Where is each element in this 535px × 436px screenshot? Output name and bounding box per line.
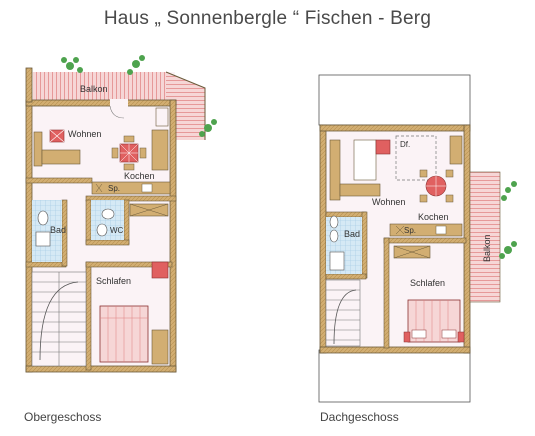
roof-top <box>318 74 471 126</box>
room-label-df: Df. <box>400 140 410 149</box>
caption-obergeschoss: Obergeschoss <box>24 410 102 424</box>
room-label-wc: WC <box>110 226 124 235</box>
bad-tiles <box>32 200 62 262</box>
kitchen-counter <box>389 223 463 237</box>
stairs <box>325 279 361 347</box>
dachfenster <box>395 135 437 181</box>
room-label-bad: Bad <box>50 225 66 235</box>
room-label-kochen: Kochen <box>418 212 449 222</box>
room-label-balkon: Balkon <box>80 84 108 94</box>
plan-dachgeschoss <box>318 74 517 403</box>
sofa <box>33 131 43 167</box>
room-label-sp: Sp. <box>108 184 120 193</box>
caption-dachgeschoss: Dachgeschoss <box>320 410 399 424</box>
plant-icon <box>61 55 217 137</box>
plant-icon <box>499 181 517 259</box>
room-label-schlafen: Schlafen <box>96 276 131 286</box>
room-label-schlafen: Schlafen <box>410 278 445 288</box>
wc-tiles <box>91 200 124 240</box>
plan-obergeschoss <box>25 55 217 373</box>
balcony <box>33 72 166 102</box>
balcony <box>469 171 501 303</box>
dining-table <box>419 169 454 203</box>
page-title: Haus „ Sonnenbergle “ Fischen - Berg <box>103 8 432 29</box>
roof-bottom <box>318 349 471 403</box>
dining-table <box>111 135 147 171</box>
kitchen-counter <box>91 181 171 195</box>
room-label-bad: Bad <box>344 229 360 239</box>
room-label-wohnen: Wohnen <box>372 197 405 207</box>
stairs <box>31 271 87 367</box>
room-label-kochen: Kochen <box>124 171 155 181</box>
room-label-balkon: Balkon <box>482 234 492 262</box>
room-label-sp: Sp. <box>404 226 416 235</box>
room-label-wohnen: Wohnen <box>68 129 101 139</box>
